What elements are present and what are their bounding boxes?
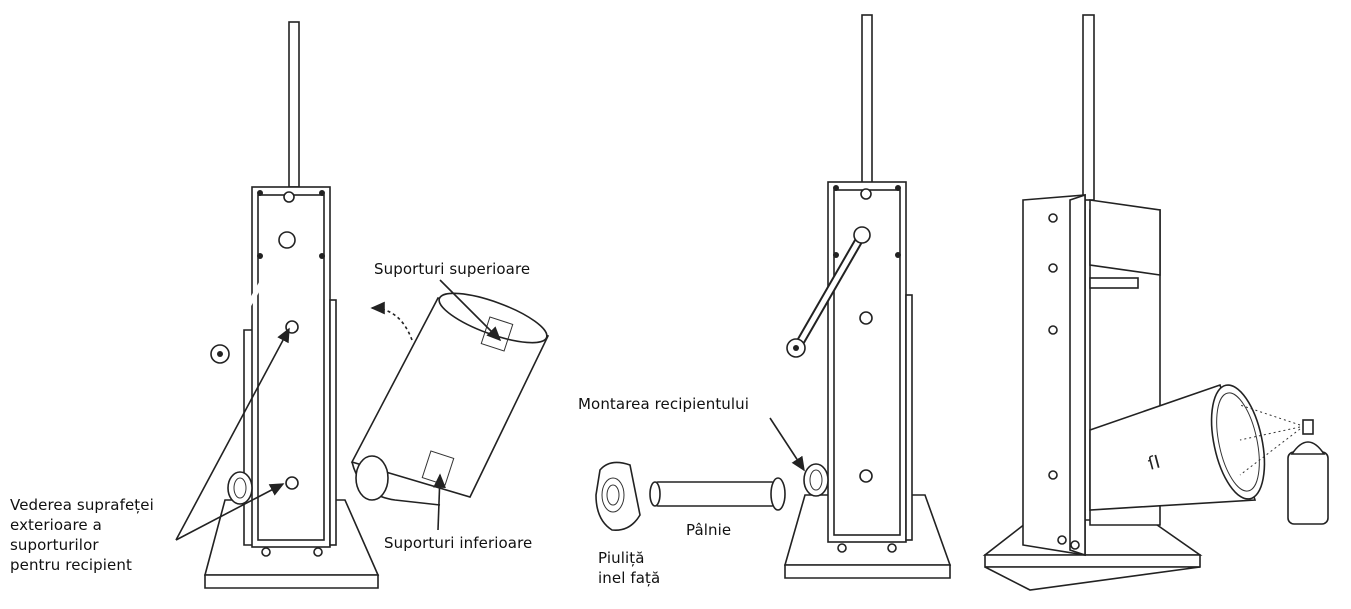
cylinder-detached bbox=[350, 292, 550, 506]
label-outer-view-line-1: Vederea suprafeței bbox=[10, 496, 154, 514]
funnel-part bbox=[649, 477, 786, 511]
label-outer-view-line-4: pentru recipient bbox=[10, 556, 132, 574]
label-outer-view: Vederea suprafeței exterioare a suportur… bbox=[10, 495, 185, 575]
svg-text:ſI: ſI bbox=[1146, 452, 1163, 475]
stuffer-figure-3: ſI bbox=[982, 14, 1329, 591]
stuffer-figure-1 bbox=[175, 21, 550, 589]
label-lower-supports: Suporturi inferioare bbox=[384, 534, 533, 552]
stuffer-figure-2 bbox=[595, 14, 952, 579]
label-front-nut: Piuliță inel față bbox=[598, 548, 678, 588]
label-outer-view-line-3: suporturilor bbox=[10, 536, 99, 554]
cylinder-mounted: ſI bbox=[1089, 383, 1266, 511]
label-front-nut-line-1: Piuliță bbox=[598, 549, 645, 567]
front-nut-part bbox=[595, 461, 641, 532]
label-cylinder-mounting: Montarea recipientului bbox=[578, 395, 750, 413]
label-front-nut-line-2: inel față bbox=[598, 569, 661, 587]
label-outer-view-line-2: exterioare a bbox=[10, 516, 102, 534]
spray-can bbox=[1239, 404, 1329, 525]
label-upper-supports: Suporturi superioare bbox=[374, 260, 531, 278]
label-funnel: Pâlnie bbox=[686, 521, 732, 539]
